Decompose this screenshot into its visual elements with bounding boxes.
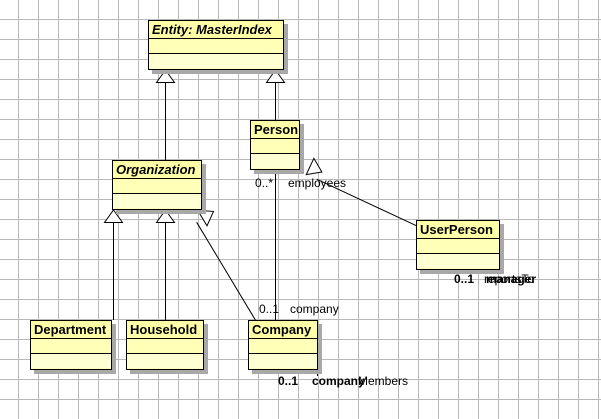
class-box-department[interactable]: Department [30,320,112,370]
class-name-department: Department [31,321,111,339]
label-manager-role-manager: manager [486,272,537,286]
class-box-household[interactable]: Household [126,320,204,370]
class-operations-department [31,354,111,368]
generalization-arrow-department [103,209,124,223]
class-operations-person [251,154,299,168]
class-operations-organization [113,194,201,208]
edge-company-to-organization [196,222,257,322]
label-person-multiplicity: 0..* [255,176,274,190]
edge-department-to-organization [113,222,114,320]
generalization-arrow-company [196,203,219,227]
edge-userperson-manager-stub [482,268,483,273]
class-operations-userperson [417,254,499,268]
class-name-userperson: UserPerson [417,221,499,239]
label-companymembers-role-members: Members [358,374,409,388]
class-name-household: Household [127,321,203,339]
class-name-masterindex: Entity: MasterIndex [149,21,283,39]
edge-company-members-stub [317,370,318,376]
class-attributes-person [251,139,299,154]
generalization-arrow-organization [155,69,176,83]
class-attributes-userperson [417,239,499,254]
label-company-multiplicity: 0..1 [259,302,280,316]
class-name-company: Company [249,321,317,339]
label-manager-multiplicity: 0..1 [454,272,475,286]
class-attributes-organization [113,179,201,194]
class-name-person: Person [251,121,299,139]
class-attributes-household [127,339,203,354]
label-companymembers-multiplicity: 0..1 [278,374,299,388]
class-attributes-masterindex [149,39,283,54]
generalization-arrow-userperson [305,157,326,180]
class-box-masterindex[interactable]: Entity: MasterIndex [148,20,284,70]
label-company-role-company: company [290,302,339,316]
label-manager-role-reportsto: reportsTo [484,272,535,286]
generalization-arrow-person [265,69,286,83]
edge-person-to-masterindex [275,82,276,120]
class-box-person[interactable]: Person [250,120,300,170]
class-box-company[interactable]: Company [248,320,318,370]
class-operations-household [127,354,203,368]
class-operations-company [249,354,317,368]
class-operations-masterindex [149,54,283,68]
class-box-userperson[interactable]: UserPerson [416,220,500,270]
class-name-organization: Organization [113,161,201,179]
edge-household-to-organization [165,222,166,320]
generalization-arrow-household [155,209,176,223]
edge-person-company-association [275,170,276,322]
edge-organization-to-masterindex [165,82,166,160]
label-companymembers-role-company: company [312,374,365,388]
label-person-role-employees: employees [288,176,347,190]
class-box-organization[interactable]: Organization [112,160,202,210]
class-attributes-company [249,339,317,354]
class-attributes-department [31,339,111,354]
